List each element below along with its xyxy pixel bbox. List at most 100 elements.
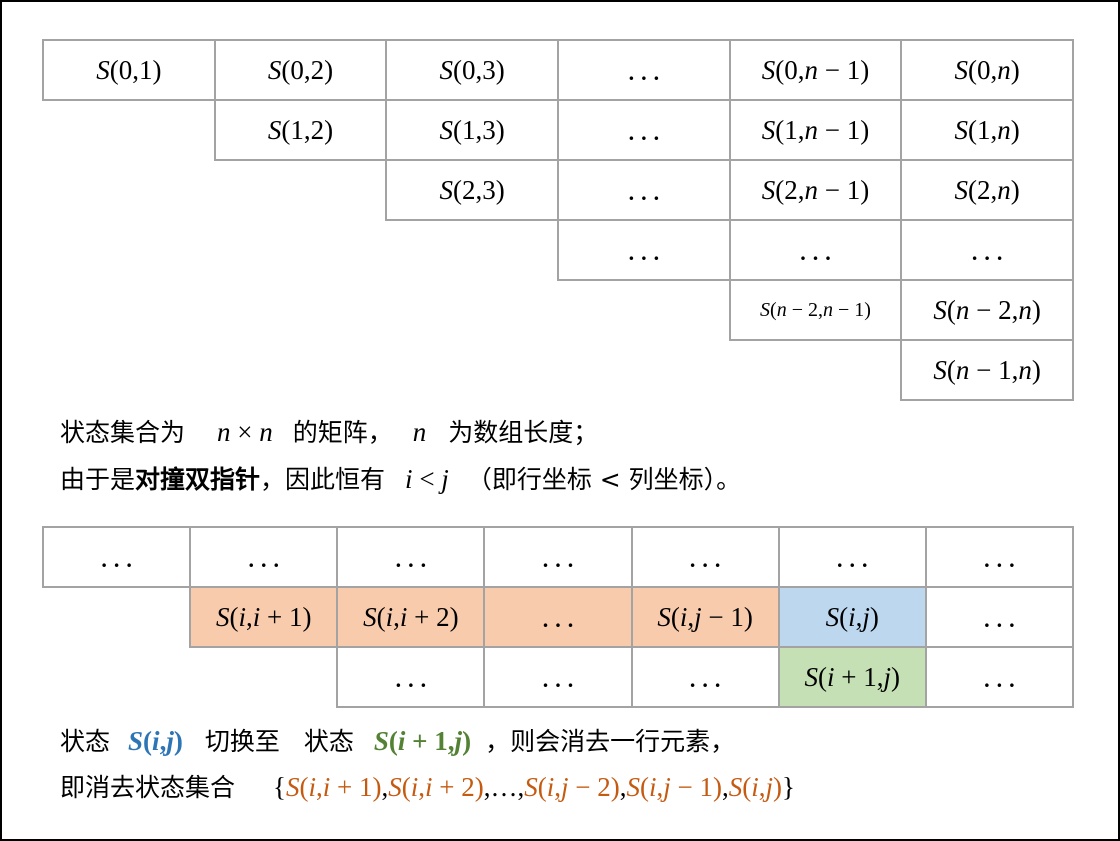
ellipsis-cell: ... bbox=[900, 219, 1074, 281]
ellipsis-cell: ... bbox=[336, 646, 486, 708]
note-text: 由于是 bbox=[60, 465, 136, 494]
state-cell: S(n − 2,n − 1) bbox=[728, 279, 903, 341]
cell-label: ... bbox=[984, 547, 1022, 572]
ellipsis-cell: ... bbox=[924, 586, 1074, 648]
state-matrix-full: S(0,1) S(0,2) S(0,3) ... S(0,n − 1) S(0,… bbox=[42, 39, 1074, 401]
ellipsis-cell: ... bbox=[557, 39, 731, 101]
set-separator: , bbox=[381, 772, 389, 802]
math-i-less-j: i < j bbox=[405, 464, 449, 494]
math-n-times-n: n × n bbox=[217, 417, 273, 447]
cell-label: ... bbox=[837, 547, 875, 572]
set-separator: , bbox=[517, 772, 525, 802]
note-text: ，因此恒有 bbox=[260, 465, 386, 494]
ellipsis-cell: ... bbox=[557, 159, 731, 221]
removed-state-cell: S(i,i + 1) bbox=[189, 586, 339, 648]
cell-label: S(i + 1,j) bbox=[804, 661, 901, 692]
cell-label: S(n − 2,n) bbox=[933, 294, 1041, 325]
cell-label: S(2,n − 1) bbox=[761, 174, 870, 205]
state-cell: S(1,3) bbox=[385, 99, 559, 161]
set-separator: , bbox=[721, 772, 729, 802]
cell-label: S(0,3) bbox=[439, 54, 505, 85]
set-item: S(i,j − 1) bbox=[626, 772, 722, 802]
state-cell: S(0,n − 1) bbox=[728, 39, 903, 101]
state-cell: S(2,n) bbox=[900, 159, 1074, 221]
set-item: S(i,j − 2) bbox=[524, 772, 620, 802]
state-matrix-detail: ... ... ... ... ... ... ... S(i,i + 1) S… bbox=[41, 526, 1074, 708]
cell-label: ... bbox=[984, 607, 1022, 632]
note-text: 状态 bbox=[60, 727, 111, 756]
note-line-removed-set: 即消去状态集合{S(i,i + 1),S(i,i + 2),…,S(i,j − … bbox=[60, 770, 795, 804]
note-bold-text: 对撞双指针 bbox=[135, 465, 261, 494]
cell-label: S(i,j) bbox=[825, 601, 879, 632]
ellipsis-cell: ... bbox=[924, 646, 1074, 708]
removed-state-cell: S(i,i + 2) bbox=[336, 586, 486, 648]
set-open-brace: { bbox=[273, 772, 286, 802]
cell-label: ... bbox=[628, 60, 667, 85]
cell-label: S(n − 1,n) bbox=[933, 354, 1041, 385]
ellipsis-cell: ... bbox=[630, 526, 780, 588]
cell-label: ... bbox=[395, 547, 434, 572]
cell-label: S(n − 2,n − 1) bbox=[760, 298, 871, 321]
cell-label: ... bbox=[628, 240, 667, 265]
state-cell: S(2,3) bbox=[385, 159, 559, 221]
note-text: 为数组长度； bbox=[448, 418, 599, 447]
ellipsis-cell: ... bbox=[336, 526, 486, 588]
cell-label: ... bbox=[542, 667, 581, 692]
ellipsis-cell: ... bbox=[483, 526, 633, 588]
state-cell: S(2,n − 1) bbox=[728, 159, 903, 221]
ellipsis-cell: ... bbox=[41, 526, 192, 588]
cell-label: ... bbox=[689, 667, 728, 692]
math-next-state: S(i + 1,j) bbox=[373, 726, 472, 756]
state-cell: S(0,n) bbox=[900, 39, 1074, 101]
set-separator: , bbox=[619, 772, 627, 802]
cell-label: ... bbox=[628, 120, 667, 145]
set-close-brace: } bbox=[782, 772, 795, 802]
note-text: 即消去状态集合 bbox=[60, 773, 236, 802]
cell-label: S(2,n) bbox=[954, 174, 1020, 205]
note-text: 的矩阵， bbox=[292, 418, 393, 447]
note-text: 状态 bbox=[303, 727, 354, 756]
cell-label: ... bbox=[248, 547, 286, 572]
note-text: ，则会消去一行元素， bbox=[485, 727, 736, 756]
state-cell: S(0,1) bbox=[42, 39, 216, 101]
state-cell: S(0,3) bbox=[385, 39, 559, 101]
cell-label: S(2,3) bbox=[439, 174, 505, 205]
math-n: n bbox=[412, 417, 427, 447]
state-cell: S(0,2) bbox=[213, 39, 388, 101]
cell-label: ... bbox=[395, 667, 434, 692]
state-cell: S(n − 2,n) bbox=[900, 279, 1074, 341]
state-cell: S(1,n) bbox=[900, 99, 1074, 161]
set-item: S(i,i + 2) bbox=[388, 772, 484, 802]
note-text: （即行坐标 < 列坐标）。 bbox=[466, 465, 742, 494]
cell-label: ... bbox=[628, 180, 667, 205]
ellipsis-cell: ... bbox=[630, 646, 780, 708]
ellipsis-cell: ... bbox=[777, 526, 927, 588]
cell-label: S(1,2) bbox=[267, 114, 334, 145]
cell-label: ... bbox=[984, 667, 1022, 692]
cell-label: S(0,1) bbox=[96, 54, 162, 85]
removed-ellipsis-cell: ... bbox=[483, 586, 633, 648]
note-text: 切换至 bbox=[204, 727, 280, 756]
cell-label: S(1,n) bbox=[954, 114, 1020, 145]
state-cell: S(1,2) bbox=[213, 99, 388, 161]
note-line-pointers: 由于是对撞双指针，因此恒有 i < j （即行坐标 < 列坐标）。 bbox=[60, 462, 741, 496]
cell-label: S(1,3) bbox=[439, 114, 505, 145]
state-cell: S(1,n − 1) bbox=[728, 99, 903, 161]
cell-label: ... bbox=[971, 240, 1010, 265]
cell-label: S(0,n − 1) bbox=[761, 54, 870, 85]
cell-label: S(i,j − 1) bbox=[657, 601, 753, 632]
math-current-state: S(i,j) bbox=[128, 726, 183, 756]
state-cell: S(n − 1,n) bbox=[900, 339, 1074, 401]
set-ellipsis: … bbox=[490, 772, 518, 802]
cell-label: S(1,n − 1) bbox=[761, 114, 870, 145]
set-item: S(i,j) bbox=[728, 772, 783, 802]
cell-label: ... bbox=[542, 547, 581, 572]
ellipsis-cell: ... bbox=[557, 99, 731, 161]
ellipsis-cell: ... bbox=[728, 219, 903, 281]
next-state-cell: S(i + 1,j) bbox=[777, 646, 927, 708]
cell-label: S(0,n) bbox=[954, 54, 1020, 85]
set-separator: , bbox=[483, 772, 491, 802]
